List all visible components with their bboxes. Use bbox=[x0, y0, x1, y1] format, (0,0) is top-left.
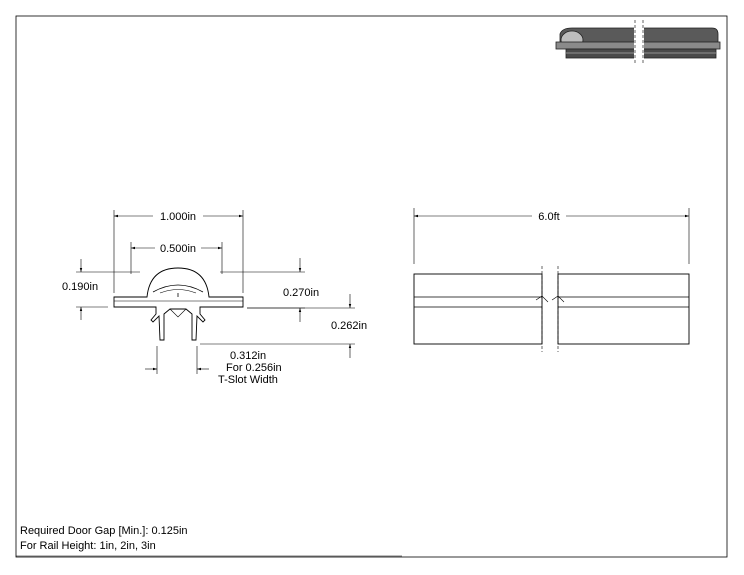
isometric-view bbox=[555, 20, 721, 64]
slot-note-line1: For 0.256in bbox=[226, 362, 282, 374]
dim-leg-width: 0.312in bbox=[230, 350, 266, 362]
drawing-border bbox=[15, 15, 728, 558]
note-rail-height: For Rail Height: 1in, 2in, 3in bbox=[20, 540, 156, 552]
dim-bulb-width: 0.500in bbox=[160, 243, 196, 255]
dim-length: 6.0ft bbox=[538, 211, 559, 223]
dim-overall-width: 1.000in bbox=[160, 211, 196, 223]
slot-note-line2: T-Slot Width bbox=[218, 374, 278, 386]
dim-leg-depth: 0.262in bbox=[331, 320, 367, 332]
length-view: 6.0ft bbox=[413, 208, 690, 352]
dim-flange-thickness: 0.190in bbox=[62, 281, 98, 293]
profile-view: 1.000in 0.500in 0.190in 0.270in 0.262in … bbox=[62, 210, 367, 386]
profile-outline bbox=[113, 267, 244, 341]
dim-bulb-height: 0.270in bbox=[283, 287, 319, 299]
note-door-gap: Required Door Gap [Min.]: 0.125in bbox=[20, 525, 188, 537]
